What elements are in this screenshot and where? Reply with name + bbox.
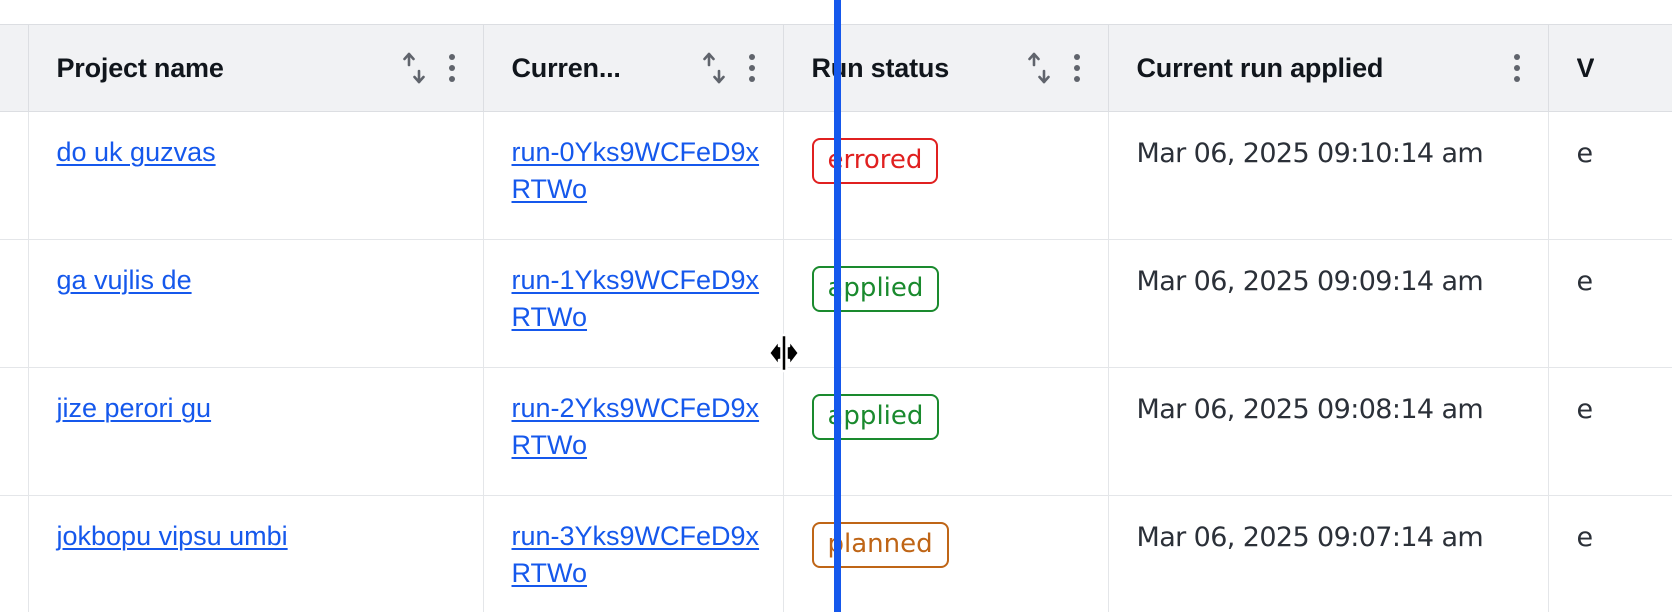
column-header-project[interactable]: Project name bbox=[28, 24, 484, 112]
projects-table: Project name Curren... Run status Current r… bbox=[0, 24, 1672, 612]
cell-project: jokbopu vipsu umbi bbox=[28, 495, 484, 612]
row-select-cell[interactable] bbox=[0, 495, 29, 612]
table-row[interactable]: do uk guzvas run-0Yks9WCFeD9xRTWo errored M… bbox=[0, 111, 1672, 240]
cell-applied: Mar 06, 2025 09:07:14 am bbox=[1108, 495, 1549, 612]
project-name-link[interactable]: ga vujlis de bbox=[56, 265, 192, 295]
current-run-link[interactable]: run-2Yks9WCFeD9xRTWo bbox=[511, 393, 760, 460]
column-header-vcs[interactable]: V bbox=[1548, 24, 1672, 112]
sort-updown-icon[interactable] bbox=[1020, 46, 1058, 90]
table-header: Project name Curren... Run status Current r… bbox=[0, 24, 1672, 112]
cell-status: applied bbox=[783, 367, 1109, 496]
project-name-link[interactable]: jize perori gu bbox=[56, 393, 212, 423]
vcs-repo-text: e bbox=[1576, 394, 1594, 425]
table-row[interactable]: jize perori gu run-2Yks9WCFeD9xRTWo applie… bbox=[0, 367, 1672, 496]
column-header-label-vcs: V bbox=[1576, 52, 1595, 83]
cell-applied: Mar 06, 2025 09:09:14 am bbox=[1108, 239, 1549, 368]
column-header-label-applied: Current run applied bbox=[1136, 52, 1384, 83]
current-run-applied-text: Mar 06, 2025 09:07:14 am bbox=[1136, 522, 1484, 553]
cell-current: run-3Yks9WCFeD9xRTWo bbox=[483, 495, 784, 612]
vcs-repo-text: e bbox=[1576, 522, 1594, 553]
cell-status: planned bbox=[783, 495, 1109, 612]
vcs-repo-text: e bbox=[1576, 266, 1594, 297]
run-status-badge: applied bbox=[811, 266, 940, 312]
table-row[interactable]: ga vujlis de run-1Yks9WCFeD9xRTWo applied M… bbox=[0, 239, 1672, 368]
cell-vcs: e bbox=[1548, 495, 1672, 612]
cell-vcs: e bbox=[1548, 111, 1672, 240]
column-header-current[interactable]: Curren... bbox=[483, 24, 784, 112]
kebab-menu-icon[interactable] bbox=[1498, 46, 1536, 90]
row-select-cell[interactable] bbox=[0, 239, 29, 368]
project-name-link[interactable]: jokbopu vipsu umbi bbox=[56, 521, 288, 551]
cell-vcs: e bbox=[1548, 239, 1672, 368]
row-select-cell[interactable] bbox=[0, 367, 29, 496]
cell-current: run-0Yks9WCFeD9xRTWo bbox=[483, 111, 784, 240]
table-row[interactable]: jokbopu vipsu umbi run-3Yks9WCFeD9xRTWo pl… bbox=[0, 495, 1672, 612]
row-select-cell[interactable] bbox=[0, 111, 29, 240]
cell-current: run-2Yks9WCFeD9xRTWo bbox=[483, 367, 784, 496]
current-run-link[interactable]: run-3Yks9WCFeD9xRTWo bbox=[511, 521, 760, 588]
column-header-applied[interactable]: Current run applied bbox=[1108, 24, 1549, 112]
current-run-link[interactable]: run-0Yks9WCFeD9xRTWo bbox=[511, 137, 760, 204]
cell-status: applied bbox=[783, 239, 1109, 368]
column-header-select[interactable] bbox=[0, 24, 29, 112]
cell-current: run-1Yks9WCFeD9xRTWo bbox=[483, 239, 784, 368]
vcs-repo-text: e bbox=[1576, 138, 1594, 169]
current-run-applied-text: Mar 06, 2025 09:10:14 am bbox=[1136, 138, 1484, 169]
sort-updown-icon[interactable] bbox=[695, 46, 733, 90]
cell-applied: Mar 06, 2025 09:10:14 am bbox=[1108, 111, 1549, 240]
current-run-applied-text: Mar 06, 2025 09:09:14 am bbox=[1136, 266, 1484, 297]
table-scroll-container[interactable]: Project name Curren... Run status Current r… bbox=[0, 24, 1672, 612]
cell-project: do uk guzvas bbox=[28, 111, 484, 240]
cell-status: errored bbox=[783, 111, 1109, 240]
current-run-applied-text: Mar 06, 2025 09:08:14 am bbox=[1136, 394, 1484, 425]
kebab-menu-icon[interactable] bbox=[433, 46, 471, 90]
kebab-menu-icon[interactable] bbox=[1058, 46, 1096, 90]
cell-project: jize perori gu bbox=[28, 367, 484, 496]
cell-project: ga vujlis de bbox=[28, 239, 484, 368]
column-header-label-status: Run status bbox=[811, 52, 950, 83]
current-run-link[interactable]: run-1Yks9WCFeD9xRTWo bbox=[511, 265, 760, 332]
column-header-label-project: Project name bbox=[56, 52, 224, 83]
column-header-status[interactable]: Run status bbox=[783, 24, 1109, 112]
cell-applied: Mar 06, 2025 09:08:14 am bbox=[1108, 367, 1549, 496]
project-name-link[interactable]: do uk guzvas bbox=[56, 137, 216, 167]
run-status-badge: errored bbox=[811, 138, 939, 184]
kebab-menu-icon[interactable] bbox=[733, 46, 771, 90]
run-status-badge: planned bbox=[811, 522, 949, 568]
run-status-badge: applied bbox=[811, 394, 940, 440]
sort-updown-icon[interactable] bbox=[395, 46, 433, 90]
column-header-label-current: Curren... bbox=[511, 52, 621, 83]
cell-vcs: e bbox=[1548, 367, 1672, 496]
table-header-row: Project name Curren... Run status Current r… bbox=[0, 24, 1672, 112]
